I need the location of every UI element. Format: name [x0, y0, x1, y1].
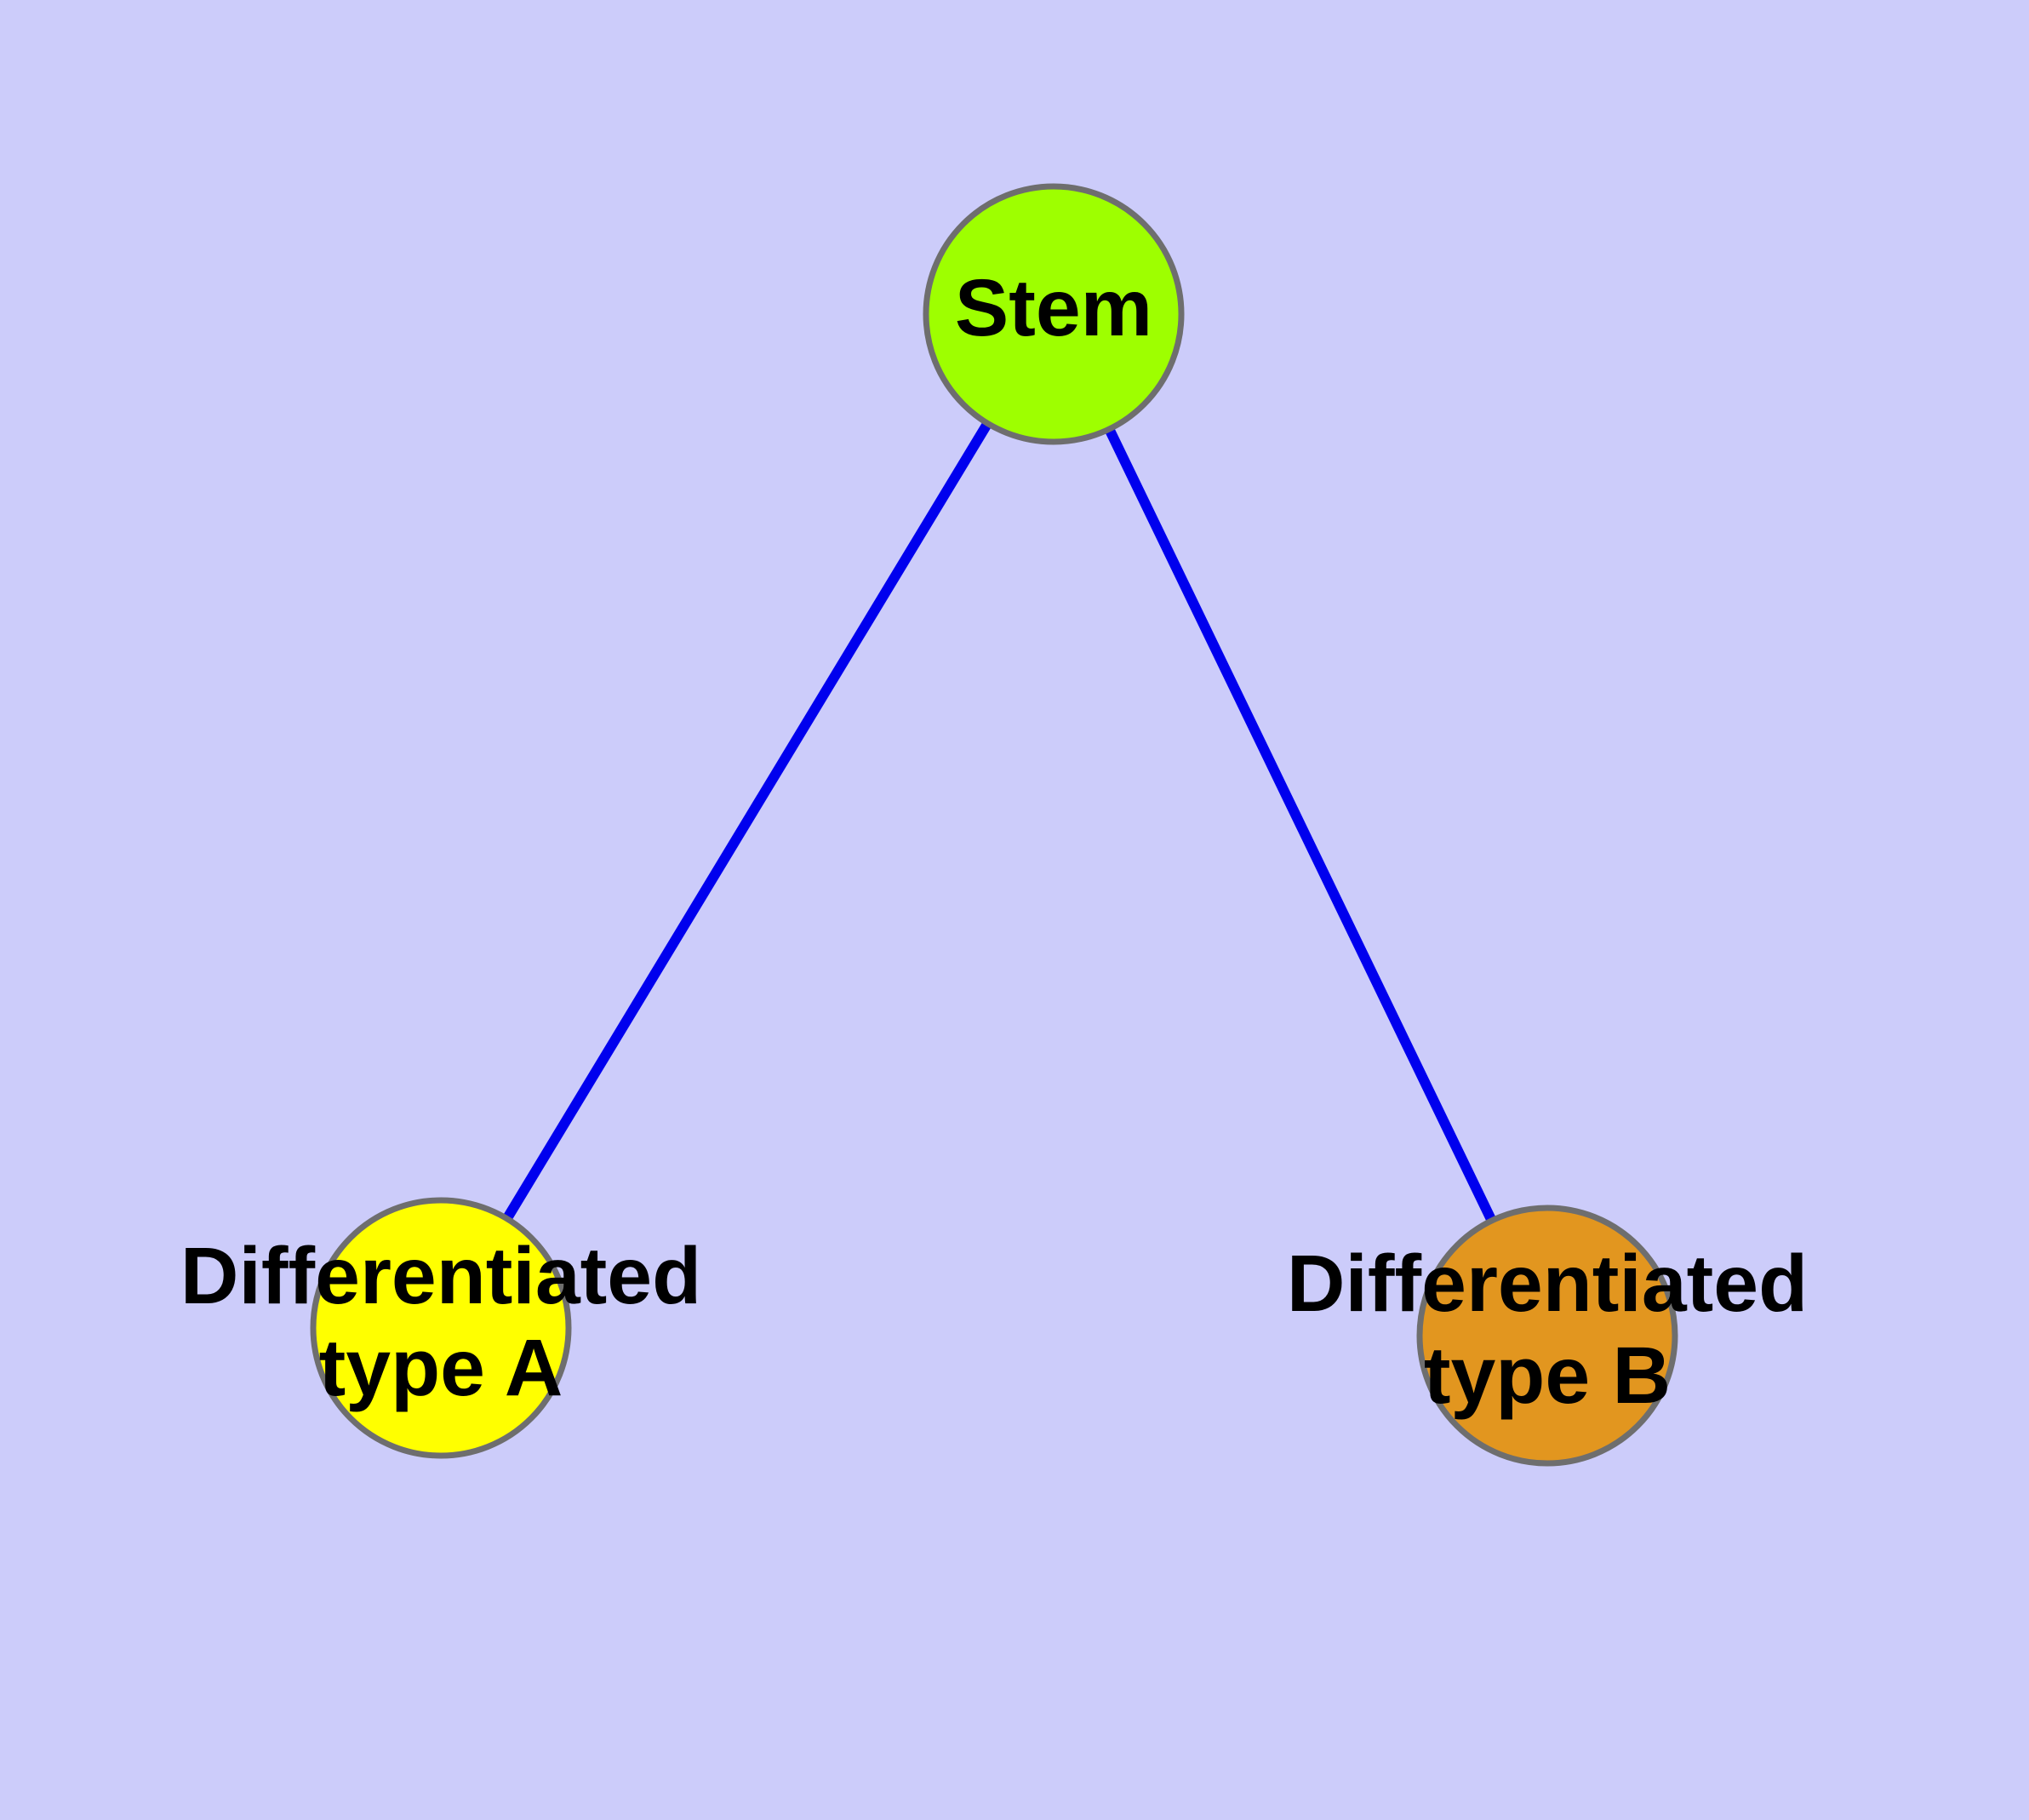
- node-label-line: Differentiated: [1287, 1239, 1808, 1329]
- node-diff_b[interactable]: [1416, 1205, 1678, 1467]
- node-label-line: Differentiated: [180, 1231, 701, 1321]
- node-label-line: type B: [1424, 1331, 1671, 1421]
- edge-layer: [500, 417, 1498, 1227]
- edge-stem-to-b[interactable]: [1103, 423, 1498, 1227]
- node-label-line: Stem: [955, 263, 1152, 353]
- node-label-stem: Stem: [955, 263, 1152, 353]
- node-diff_a[interactable]: [310, 1197, 572, 1459]
- node-label-line: type A: [319, 1323, 563, 1413]
- node-layer: [310, 183, 1678, 1467]
- node-stem[interactable]: [923, 183, 1185, 445]
- edge-stem-to-a[interactable]: [500, 417, 994, 1225]
